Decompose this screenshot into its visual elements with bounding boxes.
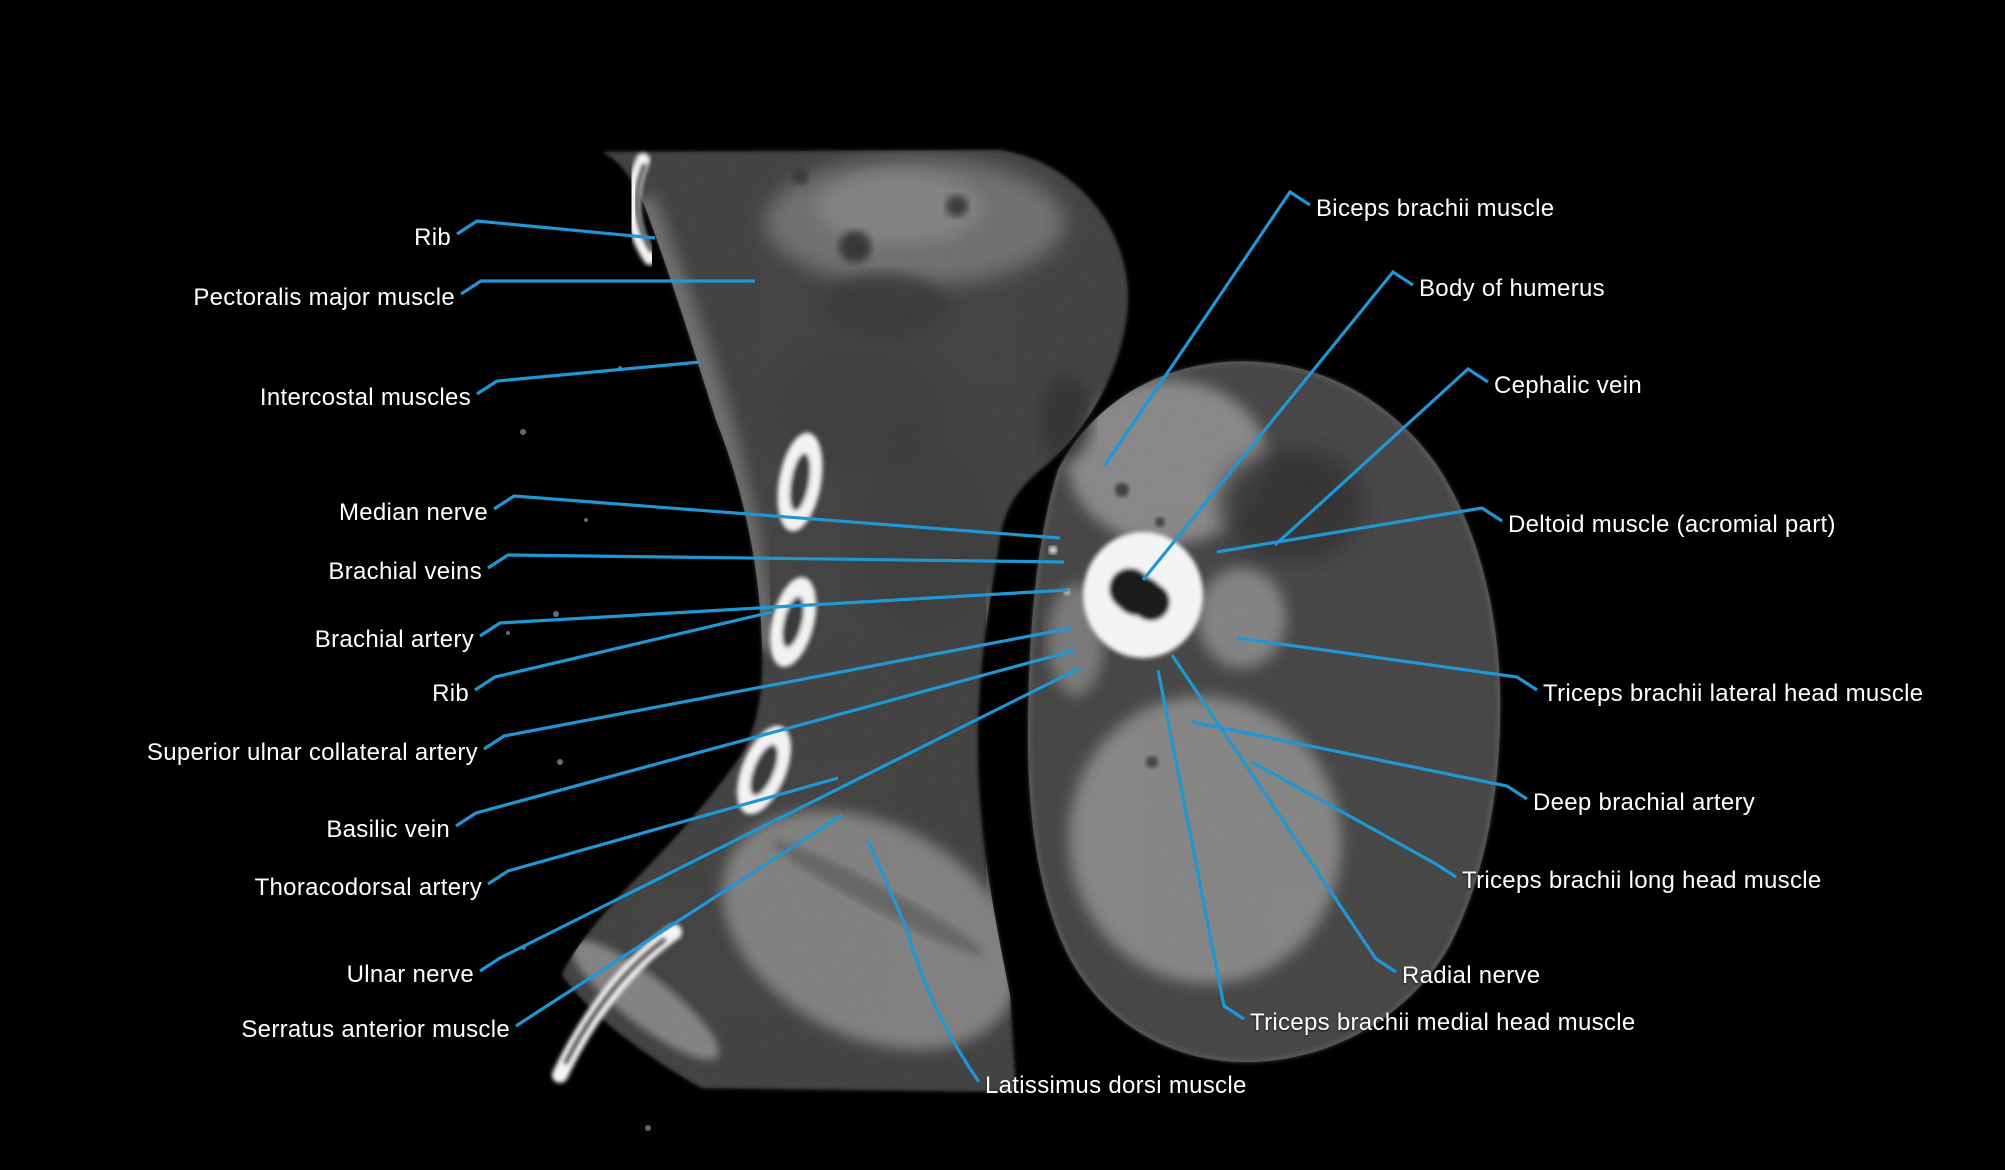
rib-cross-section-3: [737, 725, 791, 815]
label-intercostal-muscles: Intercostal muscles: [259, 384, 471, 411]
label-basilic-vein: Basilic vein: [326, 816, 450, 843]
label-brachial-artery: Brachial artery: [314, 626, 474, 653]
label-triceps-lateral-head-muscle: Triceps brachii lateral head muscle: [1543, 680, 1924, 707]
label-thoracodorsal-artery: Thoracodorsal artery: [254, 874, 482, 901]
label-serratus-anterior-muscle: Serratus anterior muscle: [241, 1016, 510, 1043]
leader-pectoralis-major: [460, 279, 755, 296]
label-cephalic-vein: Cephalic vein: [1494, 372, 1642, 399]
leader-radial-nerve: [1170, 654, 1397, 974]
vessel-dot: [1049, 546, 1057, 554]
leader-superior-ulnar-collateral: [483, 626, 1073, 751]
leader-biceps-brachii: [1103, 189, 1311, 466]
leader-basilic-vein: [455, 648, 1077, 828]
label-superior-ulnar-collateral-artery: Superior ulnar collateral artery: [146, 739, 478, 766]
leader-intercostal: [476, 360, 701, 396]
leader-triceps-long-head: [1251, 760, 1457, 879]
leader-cephalic-vein: [1273, 366, 1489, 547]
leader-thoracodorsal-artery: [487, 776, 839, 886]
leader-brachial-artery: [479, 588, 1069, 638]
leader-brachial-veins: [487, 553, 1065, 570]
label-median-nerve: Median nerve: [338, 499, 488, 526]
leader-rib-2: [474, 610, 773, 692]
rib-cross-section-2: [769, 577, 817, 667]
leader-lines: [455, 189, 1538, 1083]
humerus-bone-ring: [1083, 532, 1203, 658]
label-pectoralis-major-muscle: Pectoralis major muscle: [193, 284, 455, 311]
label-rib-2: Rib: [432, 680, 469, 707]
label-rib-top: Rib: [414, 224, 451, 251]
label-brachial-veins: Brachial veins: [328, 558, 482, 585]
label-triceps-medial-head-muscle: Triceps brachii medial head muscle: [1250, 1009, 1636, 1036]
label-triceps-long-head-muscle: Triceps brachii long head muscle: [1462, 867, 1822, 894]
leader-rib-top: [456, 219, 656, 240]
label-biceps-brachii-muscle: Biceps brachii muscle: [1316, 195, 1555, 222]
label-radial-nerve: Radial nerve: [1402, 962, 1541, 989]
leader-triceps-medial-head: [1156, 669, 1245, 1021]
leader-median-nerve: [493, 494, 1061, 540]
leader-latissimus-dorsi: [866, 839, 981, 1083]
leader-triceps-lateral-head: [1237, 636, 1538, 692]
label-latissimus-dorsi-muscle: Latissimus dorsi muscle: [985, 1072, 1247, 1099]
rib-cross-section-1: [777, 432, 823, 532]
label-ulnar-nerve: Ulnar nerve: [346, 961, 474, 988]
leader-deep-brachial-artery: [1191, 720, 1528, 801]
label-body-of-humerus: Body of humerus: [1419, 275, 1605, 302]
label-deltoid-muscle: Deltoid muscle (acromial part): [1508, 511, 1836, 538]
leader-deltoid: [1216, 506, 1503, 554]
rib-long-section-bone: [626, 153, 657, 265]
leader-body-of-humerus: [1141, 269, 1414, 582]
leader-ulnar-nerve: [479, 666, 1081, 973]
label-deep-brachial-artery: Deep brachial artery: [1533, 789, 1756, 816]
leader-serratus-anterior: [515, 813, 843, 1028]
